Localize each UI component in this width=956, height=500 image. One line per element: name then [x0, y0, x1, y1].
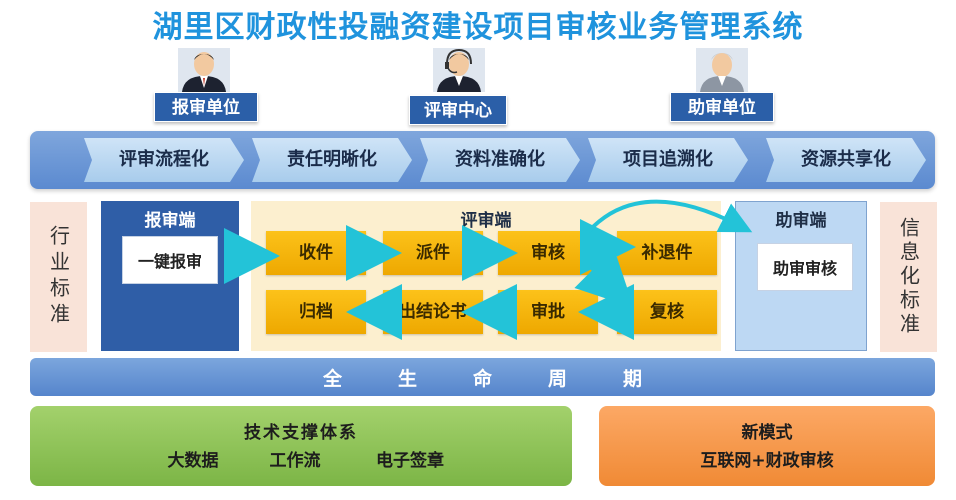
review-end-title: 评审端 — [460, 211, 512, 231]
lifecycle-char-2: 生 — [397, 367, 417, 390]
role-icon-submit — [178, 48, 230, 96]
role-label-review: 评审中心 — [409, 95, 507, 125]
step-dispatch[interactable]: 派件 — [383, 231, 483, 275]
principle-5: 资源共享化 — [766, 138, 926, 182]
tech-item-bigdata: 大数据 — [167, 451, 219, 471]
principle-1: 评审流程化 — [84, 138, 244, 182]
role-icon-review — [433, 48, 485, 96]
role-label-assist: 助审单位 — [670, 92, 774, 122]
tech-support-panel: 技术支撑体系 大数据 工作流 电子签章 — [30, 406, 572, 486]
lifecycle-char-1: 全 — [322, 367, 342, 390]
principle-4: 项目追溯化 — [588, 138, 748, 182]
role-icon-assist — [696, 48, 748, 96]
lifecycle-char-3: 命 — [472, 367, 492, 390]
new-mode-panel: 新模式 互联网+财政审核 — [599, 406, 935, 486]
step-supplement-return[interactable]: 补退件 — [617, 231, 717, 275]
new-mode-item: 互联网+财政审核 — [700, 451, 834, 471]
assist-end-title: 助审端 — [775, 211, 827, 231]
step-approve[interactable]: 审批 — [498, 290, 598, 334]
step-audit[interactable]: 审核 — [498, 231, 598, 275]
one-click-submit[interactable]: 一键报审 — [122, 236, 218, 284]
step-archive[interactable]: 归档 — [266, 290, 366, 334]
tech-item-esign: 电子签章 — [376, 451, 444, 471]
person-gray-icon — [696, 48, 748, 92]
person-suit-icon — [178, 48, 230, 92]
tech-support-title: 技术支撑体系 — [244, 423, 358, 443]
step-conclusion[interactable]: 出结论书 — [383, 290, 483, 334]
principle-2: 责任明晰化 — [252, 138, 412, 182]
step-recheck[interactable]: 复核 — [617, 290, 717, 334]
role-label-submit: 报审单位 — [154, 92, 258, 122]
page-title: 湖里区财政性投融资建设项目审核业务管理系统 — [152, 10, 804, 45]
person-headset-icon — [433, 48, 485, 92]
industry-standard: 行业标准 — [30, 202, 87, 352]
new-mode-title: 新模式 — [741, 423, 793, 443]
lifecycle-char-5: 期 — [623, 367, 643, 390]
info-standard-text: 信息化标准 — [896, 217, 921, 337]
industry-standard-text: 行业标准 — [46, 225, 71, 329]
assist-audit[interactable]: 助审审核 — [757, 243, 853, 291]
principle-3: 资料准确化 — [420, 138, 580, 182]
info-standard: 信息化标准 — [880, 202, 937, 352]
step-receive[interactable]: 收件 — [266, 231, 366, 275]
lifecycle-bar: 全 生 命 周 期 — [30, 358, 935, 396]
lifecycle-char-4: 周 — [548, 367, 568, 390]
tech-item-workflow: 工作流 — [269, 451, 321, 471]
submit-end-title: 报审端 — [144, 211, 196, 231]
